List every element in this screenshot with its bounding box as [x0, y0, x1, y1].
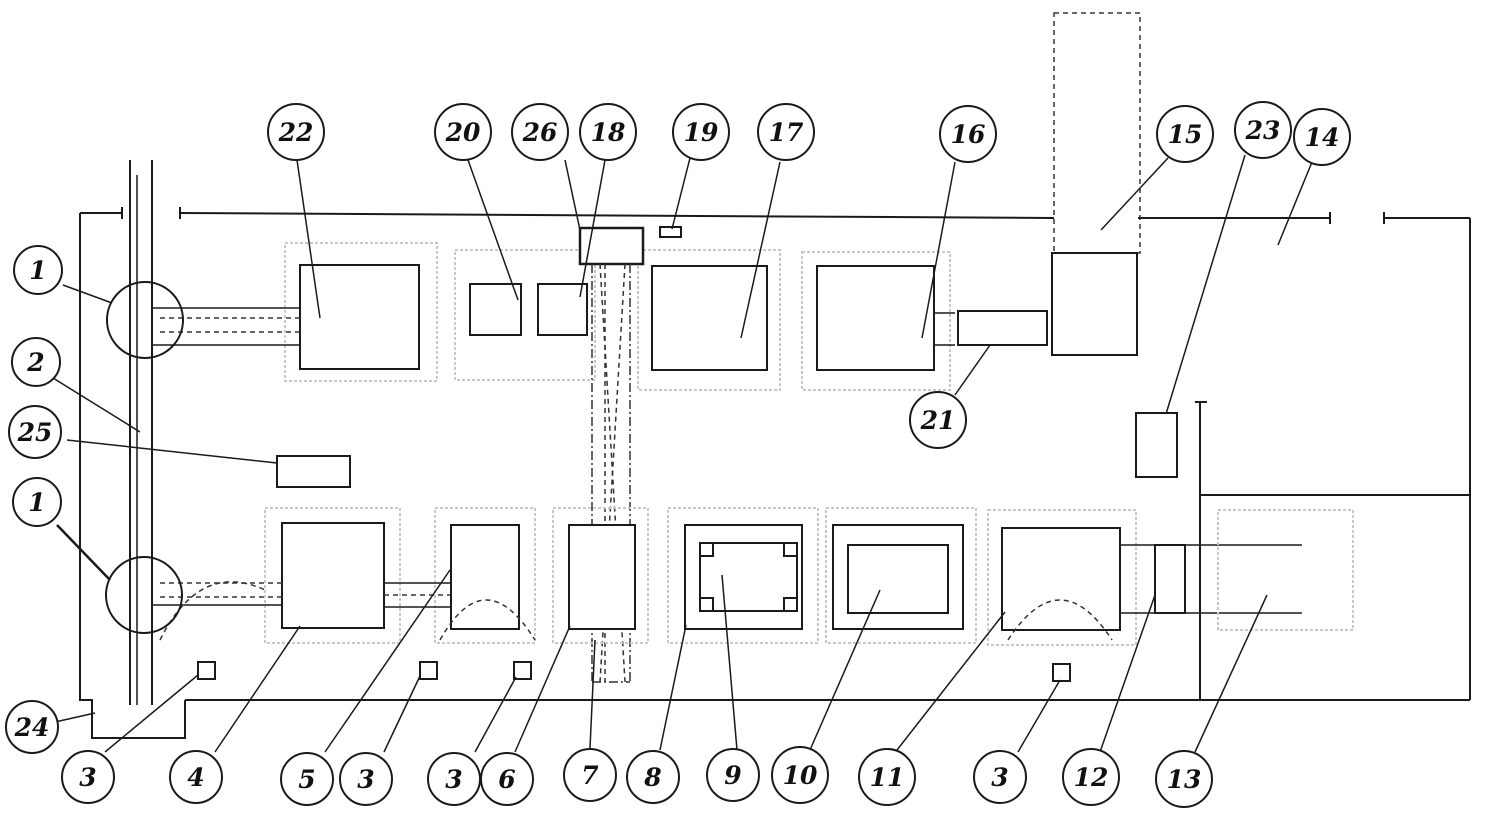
callout-label: 5: [298, 765, 315, 794]
callout-13: 13: [1155, 750, 1213, 808]
unit-16: [816, 265, 935, 371]
unit-3b: [419, 661, 438, 680]
node-1-lower: [105, 556, 183, 634]
callout-7: 7: [563, 748, 617, 802]
callout-6: 6: [480, 752, 534, 806]
unit-19: [659, 226, 682, 238]
bottom-row-equipment: [152, 507, 1354, 682]
callout-20: 20: [434, 103, 492, 161]
callout-25: 25: [8, 405, 62, 459]
unit-6: [568, 524, 636, 630]
conveyor-channel: [129, 160, 153, 705]
callout-26: 26: [511, 103, 569, 161]
callout-label: 3: [79, 763, 96, 792]
callout-label: 20: [445, 118, 481, 147]
unit-3c: [513, 661, 532, 680]
callout-label: 21: [920, 406, 956, 435]
callout-label: 23: [1245, 116, 1281, 145]
callout-3-d: 3: [973, 750, 1027, 804]
unit-9: [699, 542, 798, 612]
callout-label: 22: [278, 118, 314, 147]
unit-5: [450, 524, 520, 630]
callout-3-a: 3: [61, 750, 115, 804]
unit-12: [1154, 544, 1186, 614]
callout-label: 7: [581, 761, 599, 790]
callout-label: 8: [643, 763, 661, 792]
callout-15: 15: [1156, 105, 1214, 163]
callout-label: 6: [498, 765, 515, 794]
callout-label: 16: [951, 120, 986, 149]
unit-18: [537, 283, 588, 336]
callout-1-lower: 1: [12, 477, 62, 527]
unit-26: [578, 226, 645, 266]
callout-11: 11: [858, 748, 916, 806]
callout-label: 14: [1305, 123, 1340, 152]
callout-23: 23: [1234, 101, 1292, 159]
callout-label: 15: [1168, 120, 1203, 149]
pipes-top: [152, 307, 300, 346]
callout-4: 4: [169, 750, 223, 804]
callout-18: 18: [579, 103, 637, 161]
callout-label: 9: [724, 761, 741, 790]
unit-20: [469, 283, 522, 336]
callout-16: 16: [939, 105, 997, 163]
unit-25: [276, 455, 351, 488]
callout-label: 2: [26, 348, 44, 377]
unit-21: [957, 310, 1048, 346]
unit-3d: [1052, 663, 1071, 682]
callout-label: 13: [1167, 765, 1202, 794]
callout-label: 12: [1074, 763, 1109, 792]
callout-label: 11: [870, 763, 905, 792]
callout-label: 19: [684, 118, 719, 147]
callout-9: 9: [706, 748, 760, 802]
unit-3a: [197, 661, 216, 680]
callout-label: 4: [187, 763, 204, 792]
callout-label: 1: [29, 256, 46, 285]
unit-23: [1135, 412, 1178, 478]
callout-3-c: 3: [427, 752, 481, 806]
callout-19: 19: [672, 103, 730, 161]
unit-11: [1001, 527, 1121, 631]
callout-label: 1: [28, 488, 45, 517]
callout-label: 3: [445, 765, 462, 794]
callout-17: 17: [757, 103, 815, 161]
callout-label: 10: [783, 761, 818, 790]
callout-label: 24: [14, 713, 50, 742]
unit-17: [651, 265, 768, 371]
callout-21: 21: [909, 391, 967, 449]
top-row-equipment: [284, 12, 1178, 478]
callout-12: 12: [1062, 748, 1120, 806]
callout-2: 2: [11, 337, 61, 387]
unit-4: [281, 522, 385, 629]
callout-24: 24: [5, 700, 59, 754]
callout-label: 25: [17, 418, 53, 447]
unit-22: [299, 264, 420, 370]
callout-1-upper: 1: [13, 245, 63, 295]
callout-label: 3: [357, 765, 374, 794]
building-outline: [79, 207, 1471, 739]
leader-lines: [52, 154, 1313, 753]
callout-5: 5: [280, 752, 334, 806]
callout-22: 22: [267, 103, 325, 161]
callout-label: 3: [991, 763, 1008, 792]
unit-15: [1051, 252, 1138, 356]
callout-14: 14: [1293, 108, 1351, 166]
callout-3-b: 3: [339, 752, 393, 806]
callout-label: 26: [522, 118, 558, 147]
callout-8: 8: [626, 750, 680, 804]
node-1-upper: [106, 281, 184, 359]
callout-label: 18: [591, 118, 626, 147]
callout-10: 10: [771, 746, 829, 804]
callout-label: 17: [769, 118, 804, 147]
